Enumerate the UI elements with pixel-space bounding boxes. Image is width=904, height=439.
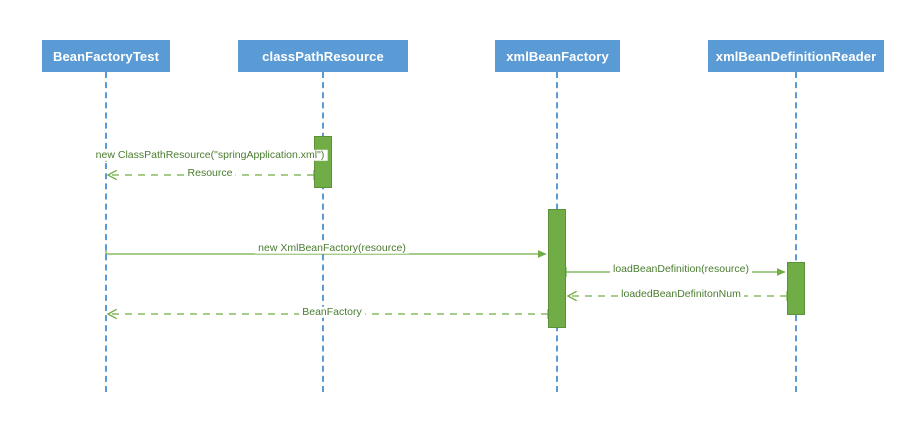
participant-label: classPathResource <box>262 48 384 64</box>
activation-bar-xmlBeanFactory[interactable] <box>548 209 566 328</box>
participant-xmlBeanFactory[interactable]: xmlBeanFactory <box>495 40 620 72</box>
message-label-msg-1: new ClassPathResource("springApplication… <box>92 150 328 161</box>
activation-bar-xmlBeanDefinitionReader[interactable] <box>787 262 805 315</box>
message-label-msg-2: Resource <box>184 168 236 179</box>
participant-xmlBeanDefinitionReader[interactable]: xmlBeanDefinitionReader <box>708 40 884 72</box>
participant-classPathResource[interactable]: classPathResource <box>238 40 408 72</box>
participant-label: BeanFactoryTest <box>52 48 159 64</box>
lifeline-beanFactoryTest <box>105 72 107 392</box>
lifeline-xmlBeanDefinitionReader <box>795 72 797 392</box>
message-label-msg-6: BeanFactory <box>299 307 365 318</box>
participant-label: xmlBeanFactory <box>506 48 609 64</box>
lifeline-classPathResource <box>322 72 324 392</box>
message-label-msg-4: loadBeanDefinition(resource) <box>610 264 752 275</box>
message-label-msg-5: loadedBeanDefinitonNum <box>618 289 744 300</box>
message-label-msg-3: new XmlBeanFactory(resource) <box>255 243 409 254</box>
activation-bar-classPathResource[interactable] <box>314 136 332 188</box>
participant-label: xmlBeanDefinitionReader <box>715 48 877 64</box>
participant-beanFactoryTest[interactable]: BeanFactoryTest <box>42 40 170 72</box>
